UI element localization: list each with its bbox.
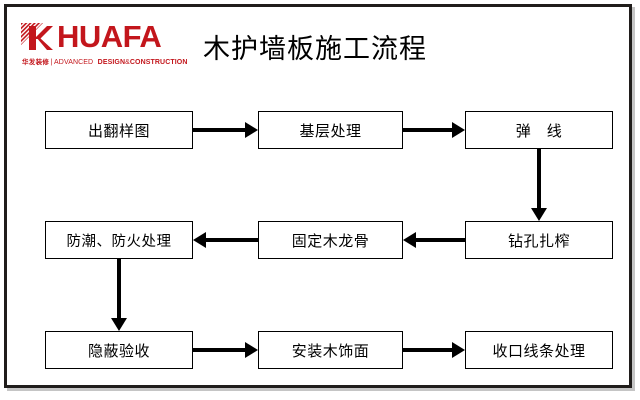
connector-arrow-n8-n9 [452,342,465,358]
logo-tagline-construction: CONSTRUCTION [129,59,188,66]
logo-tagline-amp: & [125,59,130,66]
connector-arrow-n3-n6 [531,208,547,221]
connector-line-n8-n9 [403,348,452,352]
connector-arrow-n6-n5 [403,232,416,248]
flow-node-shoukouxiantiao[interactable]: 收口线条处理 [465,331,613,369]
flow-node-anzhuangmushimian[interactable]: 安装木饰面 [258,331,403,369]
logo-tagline-separator: | [50,59,53,66]
connector-line-n3-n6 [537,149,541,208]
slide-frame: HUAFA 华发装修|ADVANCED DESIGN&CONSTRUCTION … [4,4,632,388]
connector-line-n1-n2 [193,128,245,132]
logo-tagline-advanced: ADVANCED [54,59,94,66]
flow-node-yinbiyanshou[interactable]: 隐蔽验收 [45,331,193,369]
flow-node-jicengchuli[interactable]: 基层处理 [258,111,403,149]
brand-logo: HUAFA 华发装修|ADVANCED DESIGN&CONSTRUCTION [21,19,194,69]
flow-node-chufanyangtu[interactable]: 出翻样图 [45,111,193,149]
flow-node-zuankongzhazha[interactable]: 钻孔扎榨 [465,221,613,259]
logo-tagline: 华发装修|ADVANCED DESIGN&CONSTRUCTION [22,55,194,67]
huafa-k-mark-icon [21,23,53,50]
connector-arrow-n4-n7 [111,318,127,331]
connector-line-n6-n5 [416,238,465,242]
connector-arrow-n7-n8 [245,342,258,358]
connector-line-n7-n8 [193,348,245,352]
flow-node-gudingmulonggu[interactable]: 固定木龙骨 [258,221,403,259]
logo-wordmark: HUAFA [57,19,162,54]
page-title: 木护墙板施工流程 [203,34,427,65]
slide-header: HUAFA 华发装修|ADVANCED DESIGN&CONSTRUCTION … [7,7,635,85]
logo-tagline-design: DESIGN [97,59,126,66]
connector-line-n4-n7 [117,259,121,318]
connector-arrow-n2-n3 [452,122,465,138]
flow-node-danxian[interactable]: 弹 线 [465,111,613,149]
flowchart: 出翻样图 基层处理 弹 线 防潮、防火处理 固定木龙骨 钻孔扎榨 隐蔽验收 安装… [7,7,635,391]
connector-line-n5-n4 [206,238,258,242]
connector-line-n2-n3 [403,128,452,132]
connector-arrow-n1-n2 [245,122,258,138]
flow-node-fangchao-fanghuo[interactable]: 防潮、防火处理 [45,221,193,259]
logo-tagline-cn: 华发装修 [22,58,50,66]
connector-arrow-n5-n4 [193,232,206,248]
